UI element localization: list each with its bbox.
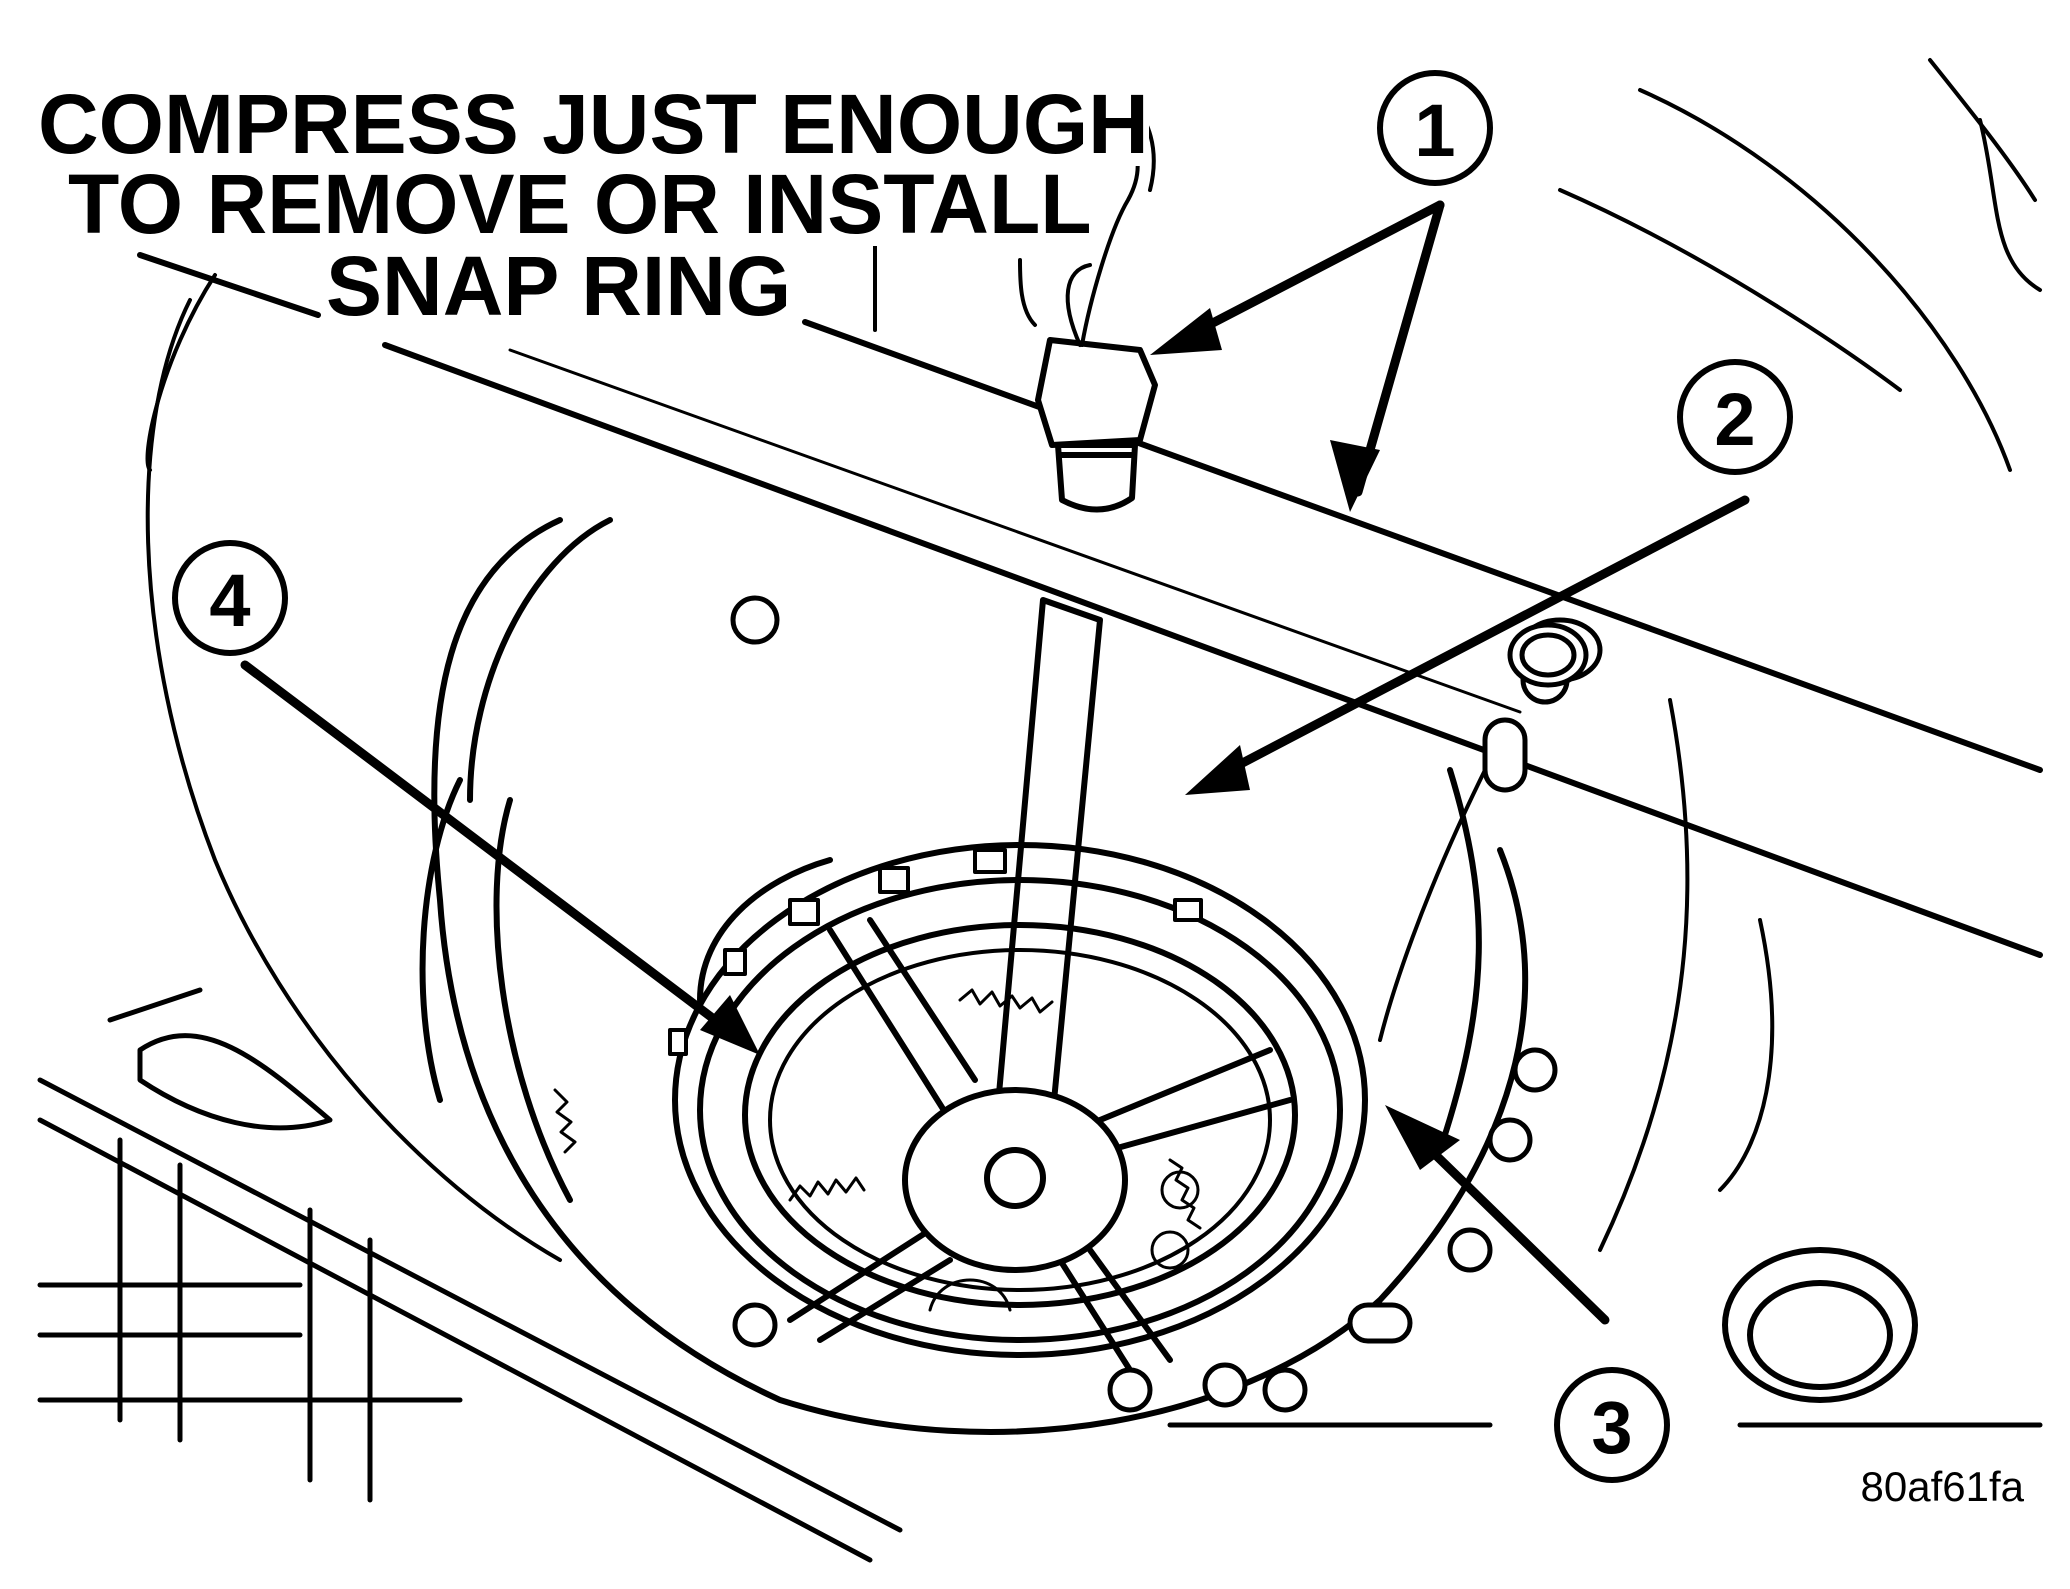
spider-spokes bbox=[787, 917, 1293, 1373]
bolt bbox=[1035, 337, 1158, 513]
callout-2: 2 bbox=[1677, 359, 1793, 475]
cylinder bbox=[467, 517, 1482, 1153]
caption-line-2: TO REMOVE OR INSTALL bbox=[68, 157, 1092, 251]
callout-1: 1 bbox=[1377, 70, 1493, 186]
svg-text:1: 1 bbox=[1414, 89, 1455, 172]
hub bbox=[902, 1087, 1128, 1273]
snap-ring-teeth bbox=[668, 848, 1203, 1056]
drum-housing bbox=[419, 517, 1529, 1435]
leader-lines bbox=[240, 200, 1750, 1325]
bolt-boss bbox=[1507, 622, 1589, 688]
caption-line-3: SNAP RING bbox=[326, 239, 792, 333]
svg-text:4: 4 bbox=[209, 559, 250, 642]
clutch-ring bbox=[672, 842, 1368, 1358]
svg-text:3: 3 bbox=[1591, 1386, 1632, 1469]
support-frame bbox=[37, 987, 903, 1563]
flange-holes bbox=[730, 595, 1603, 1413]
compressor-bar bbox=[137, 252, 2043, 958]
planetary-gear bbox=[553, 988, 1202, 1312]
callout-4: 4 bbox=[172, 540, 288, 656]
leader-arrowheads bbox=[700, 308, 1460, 1170]
figure-id: 80af61fa bbox=[1860, 1463, 2025, 1510]
cup-plug bbox=[1722, 1247, 1918, 1403]
callout-3: 3 bbox=[1554, 1367, 1670, 1483]
caption-line-1: COMPRESS JUST ENOUGH bbox=[38, 77, 1149, 171]
housing-outline bbox=[145, 58, 2042, 1262]
svg-text:2: 2 bbox=[1714, 378, 1755, 461]
